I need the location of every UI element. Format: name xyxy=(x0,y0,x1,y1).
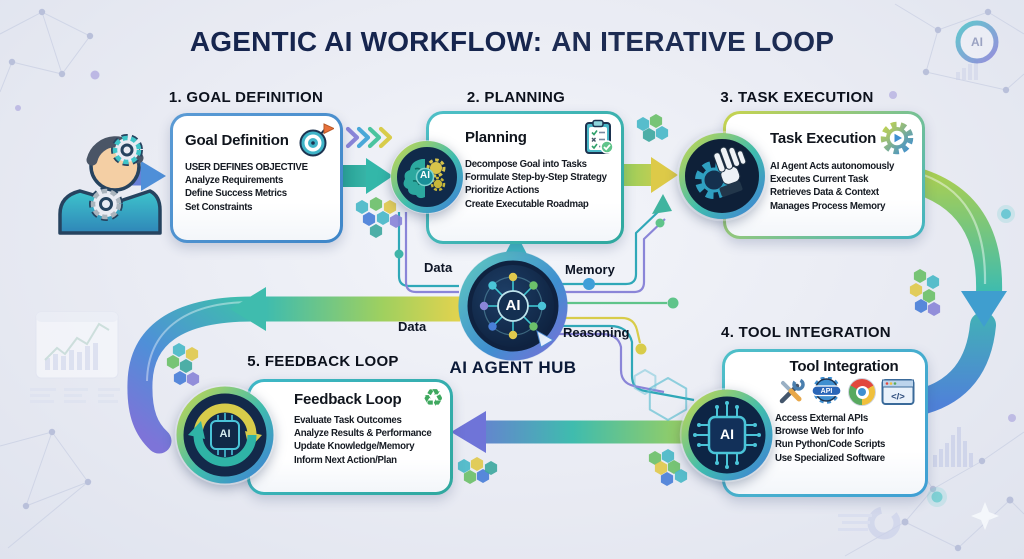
hub-port-label-memory: Memory xyxy=(565,262,615,277)
step-header-goal-definition: 1. GOAL DEFINITION xyxy=(168,89,324,106)
step-header-feedback-loop: 5. FEEDBACK LOOP xyxy=(247,353,399,370)
tool-line: Access External APIs xyxy=(775,412,868,424)
tool-line: Use Specialized Software xyxy=(775,451,885,464)
loop-band-right xyxy=(898,166,1007,414)
hub-circuit-traces xyxy=(397,194,695,421)
circuit-node-dots xyxy=(394,218,679,355)
task-line: AI Agent Acts autonomously xyxy=(770,160,895,172)
tool-integration-title: Tool Integration xyxy=(789,358,899,375)
code-window-icon: </> xyxy=(881,379,915,405)
gear-icon xyxy=(111,134,143,166)
network-node-dots xyxy=(8,8,1014,552)
arrow-planning-to-task xyxy=(620,157,678,193)
user-icon xyxy=(58,134,162,235)
step-header-planning: 2. PLANNING xyxy=(466,89,566,106)
task-line: Manages Process Memory xyxy=(770,199,886,212)
tool-ai-chip-badge xyxy=(679,387,775,483)
tool-line: Browse Web for Info xyxy=(775,425,864,438)
page-title-main: AGENTIC AI WORKFLOW: xyxy=(189,26,543,57)
api-gear-icon: API xyxy=(811,377,842,404)
feedback-line: Update Knowledge/Memory xyxy=(294,440,415,453)
planning-line: Formulate Step-by-Step Strategy xyxy=(465,171,607,184)
page-title-sub: AN ITERATIVE LOOP xyxy=(551,26,835,57)
hexagon-clusters xyxy=(166,114,941,486)
feedback-badge-ai-text: AI xyxy=(219,428,231,440)
feedback-line: Inform Next Action/Plan xyxy=(294,453,397,466)
arrow-tool-to-feedback xyxy=(451,411,690,453)
gear-play-icon xyxy=(880,121,914,155)
goal-definition-title: Goal Definition xyxy=(185,131,289,149)
feedback-loop-title: Feedback Loop xyxy=(294,390,402,408)
hub-port-label-reasoning: Reasoning xyxy=(563,325,630,340)
feedback-cycle-badge xyxy=(174,384,276,486)
donut-watermark xyxy=(838,506,901,540)
feedback-line: Analyze Results & Performance xyxy=(294,427,432,440)
svg-text:</>: </> xyxy=(891,392,905,403)
recycle-icon: ♻ xyxy=(422,385,444,412)
planning-badge-ai-text: AI xyxy=(420,170,430,181)
planning-line: Create Executable Roadmap xyxy=(465,197,589,210)
task-line: Executes Current Task xyxy=(770,173,869,186)
goal-line: Analyze Requirements xyxy=(185,174,284,187)
goal-definition-card: Goal Definition USER DEFINES OBJECTIVE A… xyxy=(170,113,343,243)
hub-label: AI AGENT HUB xyxy=(449,358,577,377)
task-execution-title: Task Execution xyxy=(770,129,877,147)
chevron-decoration xyxy=(345,126,393,149)
barchart-watermark xyxy=(933,60,978,467)
loop-band-left xyxy=(127,287,460,454)
goal-line: USER DEFINES OBJECTIVE xyxy=(185,161,308,173)
tools-icon xyxy=(779,378,805,404)
feedback-loop-card: Feedback Loop ♻ Evaluate Task Outcomes A… xyxy=(247,379,453,495)
svg-text:API: API xyxy=(821,388,833,395)
goal-line: Set Constraints xyxy=(185,200,253,213)
hub-ai-text: AI xyxy=(505,297,521,314)
feedback-line: Evaluate Task Outcomes xyxy=(294,414,402,426)
dashboard-watermark xyxy=(30,311,120,403)
tool-line: Run Python/Code Scripts xyxy=(775,438,886,451)
goal-line: Define Success Metrics xyxy=(185,187,287,200)
target-flag-icon xyxy=(299,123,334,157)
watermark-ai-text: AI xyxy=(971,35,983,49)
planning-title: Planning xyxy=(465,128,527,146)
arrow-goal-to-planning xyxy=(339,158,393,194)
planning-line: Decompose Goal into Tasks xyxy=(465,158,587,170)
task-line: Retrieves Data & Context xyxy=(770,186,879,199)
clipboard-checklist-icon xyxy=(585,119,614,154)
step-header-tool-integration: 4. TOOL INTEGRATION xyxy=(721,324,891,341)
tool-badge-ai-text: AI xyxy=(720,426,734,442)
step-header-task-execution: 3. TASK EXECUTION xyxy=(720,89,874,106)
planning-brain-badge xyxy=(390,140,464,214)
page-title: AGENTIC AI WORKFLOW: AN ITERATIVE LOOP xyxy=(0,26,1024,58)
chrome-browser-icon xyxy=(848,378,876,406)
accent-dots xyxy=(15,70,1016,530)
hub-port-label-data-bottom: Data xyxy=(398,319,427,334)
gear-icon xyxy=(89,187,123,221)
ai-watermark-badge xyxy=(955,20,999,64)
planning-line: Prioritize Actions xyxy=(465,184,540,197)
task-robot-hand-badge xyxy=(676,130,768,222)
hub-port-label-data-top: Data xyxy=(424,260,453,275)
ai-agent-hub xyxy=(458,233,568,361)
